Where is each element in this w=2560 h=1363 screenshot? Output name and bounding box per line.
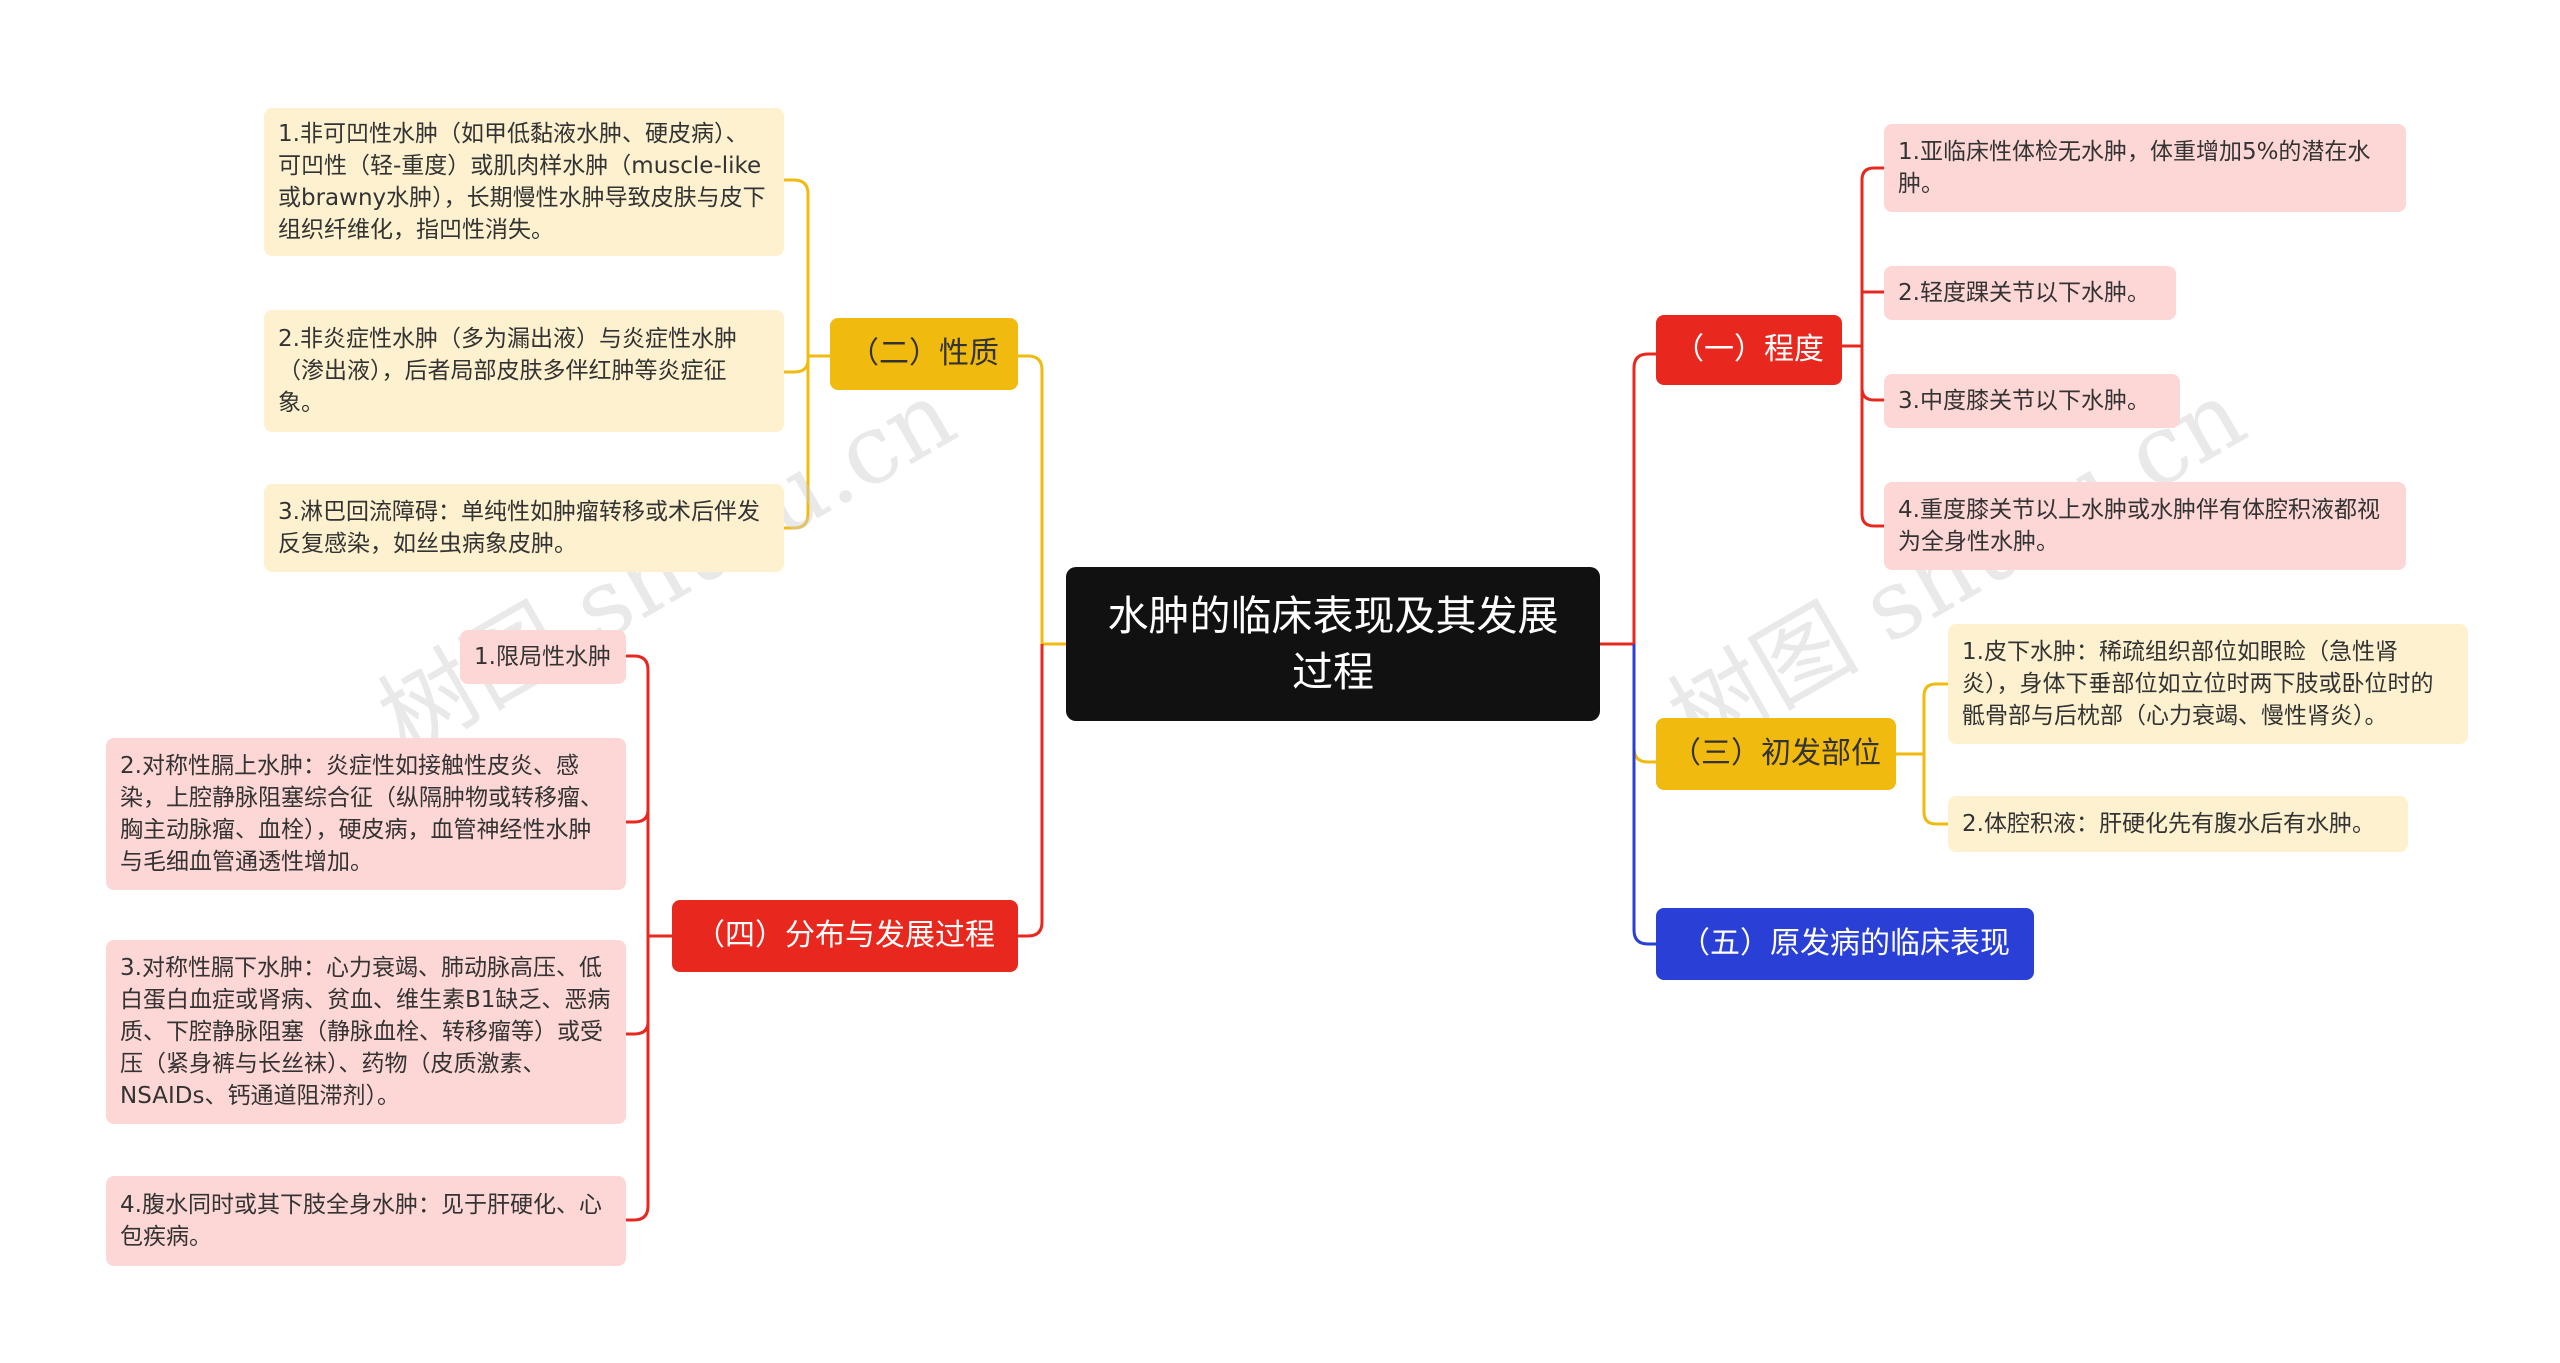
connector-nature-leaves bbox=[784, 178, 830, 530]
branch-primary-disease[interactable]: （五）原发病的临床表现 bbox=[1656, 908, 2034, 980]
connector-root-nature bbox=[1018, 354, 1066, 646]
connector-degree-leaves bbox=[1842, 166, 1884, 528]
connector-distribution-leaves bbox=[626, 654, 672, 1222]
connector-root-site bbox=[1632, 644, 1656, 764]
connector-root-degree bbox=[1600, 352, 1656, 646]
leaf-degree-1[interactable]: 1.亚临床性体检无水肿，体重增加5%的潜在水肿。 bbox=[1884, 124, 2406, 212]
leaf-text: 2.轻度踝关节以下水肿。 bbox=[1898, 280, 2150, 306]
leaf-text: 1.皮下水肿：稀疏组织部位如眼睑（急性肾炎），身体下垂部位如立位时两下肢或卧位时… bbox=[1962, 639, 2434, 729]
branch-nature[interactable]: （二）性质 bbox=[830, 318, 1018, 390]
leaf-nature-1[interactable]: 1.非可凹性水肿（如甲低黏液水肿、硬皮病）、可凹性（轻-重度）或肌肉样水肿（mu… bbox=[264, 108, 784, 256]
leaf-text: 1.非可凹性水肿（如甲低黏液水肿、硬皮病）、可凹性（轻-重度）或肌肉样水肿（mu… bbox=[278, 121, 766, 243]
leaf-degree-2[interactable]: 2.轻度踝关节以下水肿。 bbox=[1884, 266, 2176, 320]
leaf-nature-3[interactable]: 3.淋巴回流障碍：单纯性如肿瘤转移或术后伴发反复感染，如丝虫病象皮肿。 bbox=[264, 484, 784, 572]
leaf-distribution-2[interactable]: 2.对称性膈上水肿：炎症性如接触性皮炎、感染，上腔静脉阻塞综合征（纵隔肿物或转移… bbox=[106, 738, 626, 890]
leaf-degree-3[interactable]: 3.中度膝关节以下水肿。 bbox=[1884, 374, 2180, 428]
leaf-distribution-1[interactable]: 1.限局性水肿 bbox=[460, 630, 626, 684]
leaf-text: 1.限局性水肿 bbox=[474, 644, 611, 670]
leaf-text: 3.中度膝关节以下水肿。 bbox=[1898, 388, 2150, 414]
leaf-site-1[interactable]: 1.皮下水肿：稀疏组织部位如眼睑（急性肾炎），身体下垂部位如立位时两下肢或卧位时… bbox=[1948, 624, 2468, 744]
branch-degree[interactable]: （一）程度 bbox=[1656, 315, 1842, 385]
leaf-site-2[interactable]: 2.体腔积液：肝硬化先有腹水后有水肿。 bbox=[1948, 796, 2408, 852]
leaf-degree-4[interactable]: 4.重度膝关节以上水肿或水肿伴有体腔积液都视为全身性水肿。 bbox=[1884, 482, 2406, 570]
leaf-distribution-3[interactable]: 3.对称性膈下水肿：心力衰竭、肺动脉高压、低白蛋白血症或肾病、贫血、维生素B1缺… bbox=[106, 940, 626, 1124]
leaf-nature-2[interactable]: 2.非炎症性水肿（多为漏出液）与炎症性水肿（渗出液），后者局部皮肤多伴红肿等炎症… bbox=[264, 310, 784, 432]
connector-root-primary bbox=[1632, 644, 1656, 946]
branch-distribution[interactable]: （四）分布与发展过程 bbox=[672, 900, 1018, 972]
connector-root-distribution bbox=[1018, 644, 1044, 938]
root-topic[interactable]: 水肿的临床表现及其发展过程 bbox=[1066, 567, 1600, 721]
connector-site-leaves bbox=[1896, 682, 1948, 826]
branch-site[interactable]: （三）初发部位 bbox=[1656, 718, 1896, 790]
leaf-text: 3.对称性膈下水肿：心力衰竭、肺动脉高压、低白蛋白血症或肾病、贫血、维生素B1缺… bbox=[120, 955, 611, 1109]
leaf-text: 4.腹水同时或其下肢全身水肿：见于肝硬化、心包疾病。 bbox=[120, 1192, 602, 1250]
leaf-text: 2.体腔积液：肝硬化先有腹水后有水肿。 bbox=[1962, 811, 2375, 837]
leaf-text: 4.重度膝关节以上水肿或水肿伴有体腔积液都视为全身性水肿。 bbox=[1898, 497, 2380, 555]
leaf-text: 2.对称性膈上水肿：炎症性如接触性皮炎、感染，上腔静脉阻塞综合征（纵隔肿物或转移… bbox=[120, 753, 603, 875]
leaf-text: 3.淋巴回流障碍：单纯性如肿瘤转移或术后伴发反复感染，如丝虫病象皮肿。 bbox=[278, 499, 760, 557]
leaf-text: 1.亚临床性体检无水肿，体重增加5%的潜在水肿。 bbox=[1898, 139, 2371, 197]
leaf-distribution-4[interactable]: 4.腹水同时或其下肢全身水肿：见于肝硬化、心包疾病。 bbox=[106, 1176, 626, 1266]
leaf-text: 2.非炎症性水肿（多为漏出液）与炎症性水肿（渗出液），后者局部皮肤多伴红肿等炎症… bbox=[278, 326, 737, 416]
